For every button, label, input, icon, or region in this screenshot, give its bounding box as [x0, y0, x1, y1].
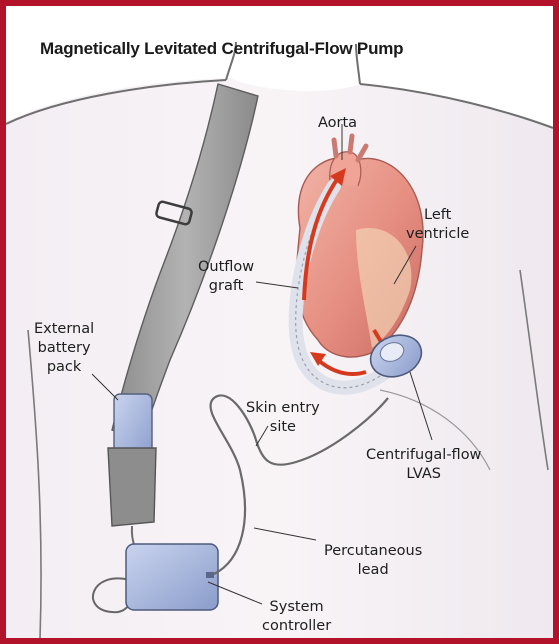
label-system-controller: System controller	[262, 598, 331, 636]
figure-title: Magnetically Levitated Centrifugal-Flow …	[40, 39, 403, 59]
label-left-ventricle: Left ventricle	[406, 206, 469, 244]
label-external-battery-pack: External battery pack	[34, 320, 94, 377]
label-percutaneous-lead: Percutaneous lead	[324, 542, 422, 580]
system-controller	[126, 544, 218, 610]
label-skin-entry-site: Skin entry site	[246, 399, 320, 437]
battery-pouch	[108, 448, 156, 526]
label-centrifugal-flow-lvas: Centrifugal-flow LVAS	[366, 446, 481, 484]
label-aorta: Aorta	[318, 114, 357, 133]
label-outflow-graft: Outflow graft	[198, 258, 254, 296]
